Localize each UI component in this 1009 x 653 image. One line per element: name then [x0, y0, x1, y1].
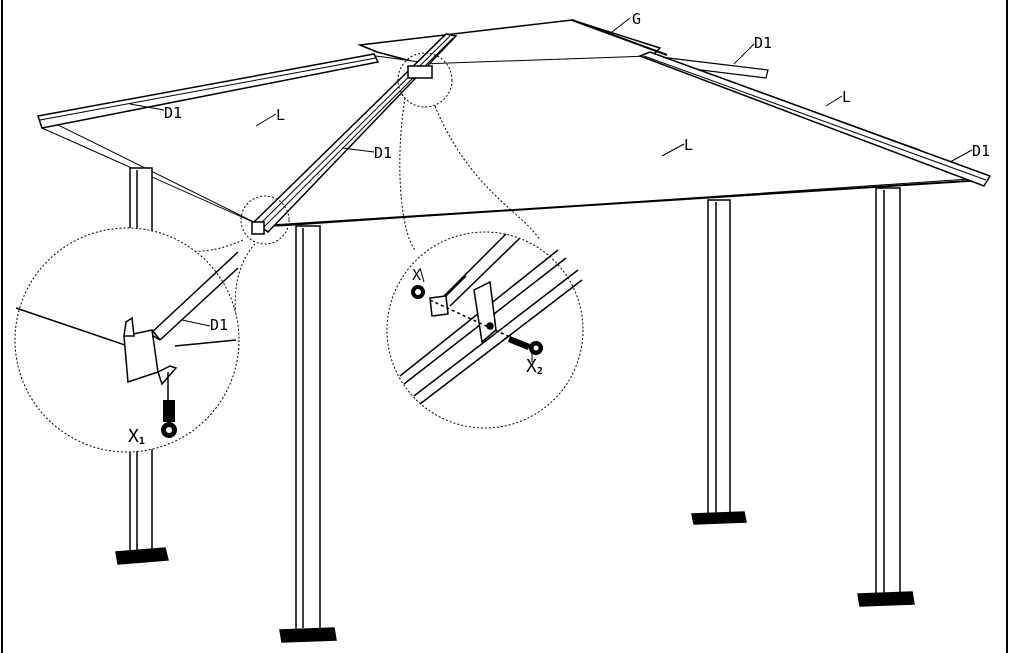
- label-x2-main: X: [526, 356, 537, 377]
- ridge-bracket: [429, 295, 449, 317]
- label-x1-sub: 1: [139, 436, 145, 447]
- label-d1-top-right: D1: [754, 34, 772, 52]
- ridge-hub: [407, 65, 433, 79]
- callout-ring-ridge: [397, 52, 453, 108]
- detail-circle-right: [386, 231, 584, 429]
- callout-ring-corner: [240, 195, 290, 245]
- label-x1-main: X: [128, 426, 139, 447]
- roof: [37, 19, 992, 235]
- bolt-x2: [508, 336, 543, 355]
- corner-hub: [251, 221, 265, 235]
- label-l-right-top: L: [842, 88, 851, 106]
- label-x: X: [412, 266, 421, 284]
- rafter-right: [637, 51, 992, 187]
- post-back-right: [691, 199, 747, 525]
- nut-x: [411, 285, 425, 299]
- label-g: G: [632, 10, 641, 28]
- label-l-left: L: [276, 106, 285, 124]
- label-d1-detail: D1: [210, 316, 228, 334]
- post-front-left: [279, 225, 337, 643]
- label-d1-left: D1: [164, 104, 182, 122]
- leader-lines: [129, 17, 973, 362]
- part-labels: G D1 D1 L D1 L L D1 D1 X X1 X2: [128, 10, 990, 447]
- bolt-x1: [161, 400, 177, 438]
- post-front-right: [857, 187, 915, 607]
- bracket-left: [123, 329, 159, 384]
- rafter-left: [37, 53, 380, 129]
- label-x2: X2: [526, 356, 543, 377]
- label-x2-sub: 2: [537, 366, 543, 377]
- callout-rings: [134, 52, 541, 331]
- label-x1: X1: [128, 426, 145, 447]
- label-l-center: L: [684, 136, 693, 154]
- label-d1-diagonal: D1: [374, 144, 392, 162]
- label-d1-right: D1: [972, 142, 990, 160]
- detail-circle-left: [14, 227, 240, 453]
